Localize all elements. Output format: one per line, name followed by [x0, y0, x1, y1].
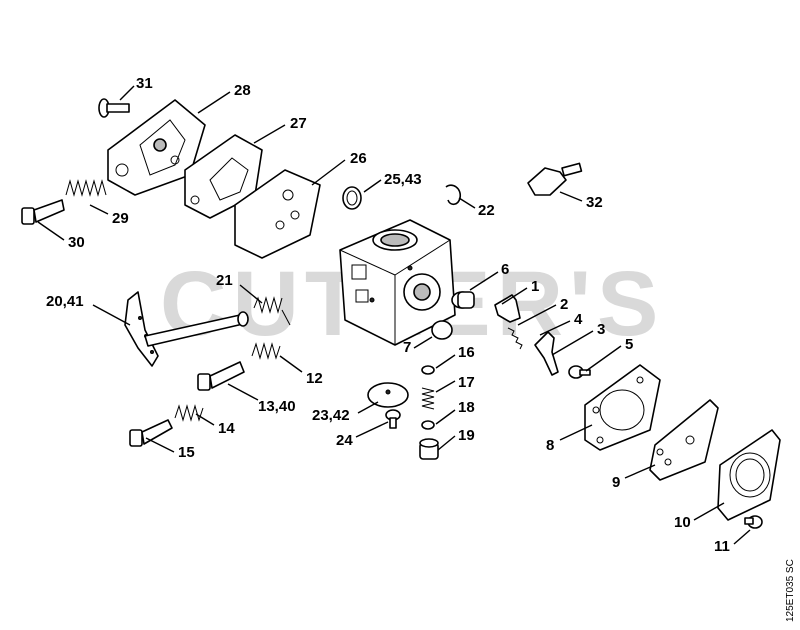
- label-11: 11: [714, 538, 730, 555]
- part-30-screw: [21, 199, 65, 225]
- label-22: 22: [478, 202, 495, 219]
- label-19: 19: [458, 427, 475, 444]
- label-10: 10: [674, 514, 691, 531]
- part-18-washer: [421, 420, 435, 430]
- part-3-lever: [534, 331, 559, 376]
- part-13-screw: [197, 361, 245, 391]
- label-29: 29: [112, 210, 129, 227]
- part-16-washer: [421, 365, 435, 375]
- label-16: 16: [458, 344, 475, 361]
- label-2: 2: [560, 296, 568, 313]
- carburetor-body: [339, 219, 456, 346]
- part-7-washer: [431, 320, 453, 340]
- label-7: 7: [403, 339, 411, 356]
- part-2-spring: [507, 327, 523, 350]
- part-8-gasket: [584, 364, 661, 451]
- label-5: 5: [625, 336, 633, 353]
- drawing-code: 125ET035 SC: [785, 559, 796, 622]
- part-6-valve: [451, 291, 475, 309]
- label-6: 6: [501, 261, 509, 278]
- part-11-screw: [744, 515, 763, 529]
- part-26-diaphragm: [234, 169, 321, 259]
- part-12-spring: [251, 342, 281, 360]
- label-18: 18: [458, 399, 475, 416]
- label-4: 4: [574, 311, 583, 328]
- part-14-spring: [174, 404, 204, 422]
- part-labels: 31 28 27 26 25,43 22 32 29 30 21 20,41 6…: [46, 75, 730, 555]
- label-31: 31: [136, 75, 153, 92]
- label-8: 8: [546, 437, 554, 454]
- label-13-40: 13,40: [258, 398, 296, 415]
- label-9: 9: [612, 474, 620, 491]
- label-23-42: 23,42: [312, 407, 350, 424]
- label-17: 17: [458, 374, 475, 391]
- label-27: 27: [290, 115, 307, 132]
- label-26: 26: [350, 150, 367, 167]
- part-9-diaphragm: [649, 399, 719, 481]
- label-14: 14: [218, 420, 235, 437]
- part-19-bushing: [419, 438, 439, 460]
- part-25-plug: [342, 186, 362, 210]
- part-20-throttle-shaft: [124, 291, 249, 367]
- part-24-screw: [385, 409, 401, 429]
- part-15-screw: [129, 419, 173, 447]
- label-21: 21: [216, 272, 233, 289]
- label-12: 12: [306, 370, 323, 387]
- part-22-clip: [445, 184, 462, 206]
- part-5-screw: [568, 365, 591, 379]
- part-1-needle: [494, 294, 521, 323]
- label-20-41: 20,41: [46, 293, 84, 310]
- leader-lines: [37, 85, 751, 545]
- label-15: 15: [178, 444, 195, 461]
- part-29-spring: [65, 179, 107, 197]
- label-3: 3: [597, 321, 605, 338]
- label-1: 1: [531, 278, 539, 295]
- label-32: 32: [586, 194, 603, 211]
- part-31-screw: [98, 98, 130, 118]
- label-30: 30: [68, 234, 85, 251]
- label-25-43: 25,43: [384, 171, 422, 188]
- part-10-cover: [717, 429, 781, 521]
- part-28-cover: [107, 99, 206, 196]
- part-32-elbow: [527, 162, 583, 196]
- label-24: 24: [336, 432, 353, 449]
- part-17-spring: [421, 387, 435, 410]
- part-23-disc: [367, 382, 409, 408]
- label-28: 28: [234, 82, 251, 99]
